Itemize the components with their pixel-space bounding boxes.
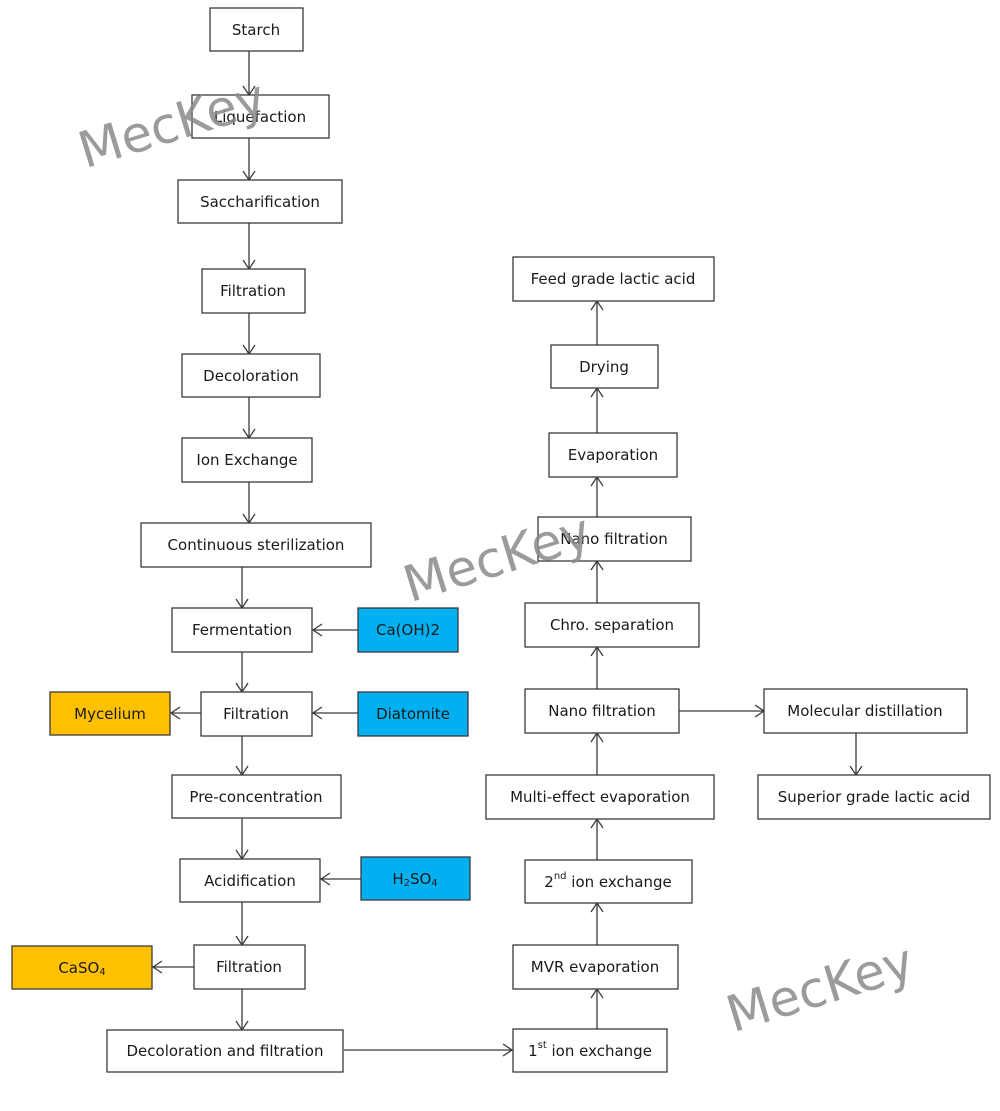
input-label: Ca(OH)2 (376, 621, 440, 639)
step-label: Filtration (220, 282, 286, 300)
step-label: Nano filtration (548, 702, 655, 720)
process-step-evaporation: Evaporation (548, 432, 678, 478)
arrowhead (151, 960, 163, 974)
step-label: Saccharification (200, 193, 320, 211)
product-superior-grade-lactic-acid: Superior grade lactic acid (757, 774, 991, 820)
output-label: Mycelium (74, 705, 146, 723)
product-feed-grade-lactic-acid: Feed grade lactic acid (512, 256, 715, 302)
process-step-chro-separation: Chro. separation (524, 602, 700, 648)
process-step-mvr-evaporation: MVR evaporation (512, 944, 679, 990)
process-step-saccharification: Saccharification (177, 179, 343, 224)
step-label: Ion Exchange (196, 451, 297, 469)
output-mycelium: Mycelium (49, 691, 171, 736)
step-label: Superior grade lactic acid (778, 788, 970, 806)
process-step-acidification: Acidification (179, 858, 321, 903)
process-step-ion-exchange: Ion Exchange (181, 437, 313, 483)
step-label: 1st ion exchange (528, 1040, 652, 1061)
input-diatomite: Diatomite (357, 691, 469, 737)
process-step-filtration-3: Filtration (193, 944, 306, 990)
step-label: MVR evaporation (531, 958, 659, 976)
step-label: Liquefaction (214, 108, 306, 126)
process-step-decoloration-and-filtration: Decoloration and filtration (106, 1029, 344, 1073)
arrowhead (502, 1043, 514, 1057)
arrowhead (319, 872, 331, 886)
process-step-decoloration: Decoloration (181, 353, 321, 398)
arrowhead (169, 706, 181, 720)
watermark: MecKey (72, 68, 273, 180)
watermark: MecKey (397, 502, 598, 614)
step-label: Filtration (223, 705, 289, 723)
input-h2so4: H2SO4 (360, 856, 471, 901)
output-label: CaSO4 (58, 959, 105, 978)
input-label: Diatomite (376, 705, 450, 723)
process-step-2nd-ion-exchange: 2nd ion exchange (524, 859, 693, 904)
watermark: MecKey (720, 932, 921, 1044)
step-label: Drying (579, 358, 629, 376)
step-label: Starch (232, 21, 280, 39)
process-step-multi-effect-evaporation: Multi-effect evaporation (485, 774, 715, 820)
step-label: Nano filtration (560, 530, 667, 548)
step-label: Filtration (216, 958, 282, 976)
process-step-drying: Drying (550, 344, 659, 389)
input-label: H2SO4 (392, 870, 437, 889)
process-step-nano-filtration-1: Nano filtration (524, 688, 680, 734)
step-label: Fermentation (192, 621, 292, 639)
step-label: Multi-effect evaporation (510, 788, 690, 806)
step-label: Molecular distillation (787, 702, 942, 720)
connectors (151, 51, 863, 1057)
arrowhead (311, 706, 323, 720)
step-label: 2nd ion exchange (544, 871, 671, 892)
process-step-continuous-sterilization: Continuous sterilization (140, 522, 372, 568)
input-caoh2: Ca(OH)2 (357, 607, 459, 653)
step-label: Chro. separation (550, 616, 674, 634)
arrowhead (311, 623, 323, 637)
process-step-1st-ion-exchange: 1st ion exchange (512, 1028, 668, 1073)
step-label: Evaporation (568, 446, 658, 464)
step-label: Decoloration (203, 367, 299, 385)
process-step-filtration-2: Filtration (200, 691, 313, 737)
process-step-starch: Starch (209, 7, 304, 52)
process-step-pre-concentration: Pre-concentration (171, 774, 342, 819)
step-label: Feed grade lactic acid (531, 270, 696, 288)
step-label: Decoloration and filtration (127, 1042, 324, 1060)
process-step-filtration-1: Filtration (201, 268, 306, 314)
output-caso4: CaSO4 (11, 945, 153, 990)
process-step-nano-filtration-2: Nano filtration (537, 516, 692, 562)
step-label: Continuous sterilization (168, 536, 345, 554)
step-label: Acidification (204, 872, 296, 890)
process-step-fermentation: Fermentation (171, 607, 313, 653)
process-step-molecular-distillation: Molecular distillation (763, 688, 968, 734)
step-label: Pre-concentration (189, 788, 322, 806)
process-step-liquefaction: Liquefaction (191, 94, 330, 139)
